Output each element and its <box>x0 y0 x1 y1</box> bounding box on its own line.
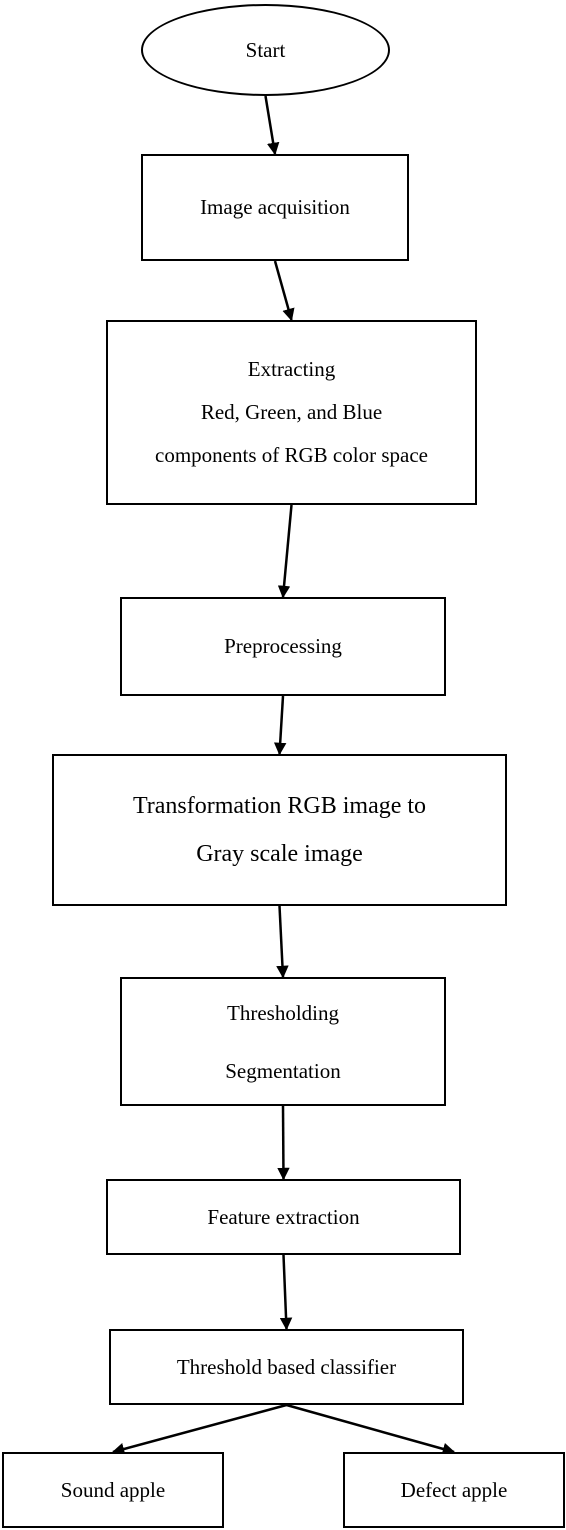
arrow-transformation-to-thresholding <box>276 905 289 979</box>
sound-apple-node: Sound apple <box>2 1452 224 1528</box>
arrow-classifier-to-sound <box>111 1403 287 1456</box>
image-acquisition-label: Image acquisition <box>200 195 350 219</box>
arrow-extracting-to-preprocessing <box>277 504 293 599</box>
thresholding-label-line-2: Segmentation <box>225 1058 341 1083</box>
transformation-label-line-2: Gray scale image <box>196 841 363 867</box>
preprocessing-label: Preprocessing <box>224 634 342 658</box>
extracting-label-line-3: components of RGB color space <box>155 443 428 467</box>
threshold-classifier-node: Threshold based classifier <box>109 1329 464 1405</box>
arrow-classifier-to-defect <box>286 1403 456 1455</box>
extracting-rgb-node: Extracting Red, Green, and Blue componen… <box>106 320 477 505</box>
image-acquisition-node: Image acquisition <box>141 154 409 261</box>
defect-apple-node: Defect apple <box>343 1452 565 1528</box>
extracting-label-line-1: Extracting <box>247 357 336 381</box>
start-label: Start <box>245 37 286 62</box>
arrow-acquisition-to-extracting <box>273 260 295 322</box>
thresholding-label-line-1: Thresholding <box>227 1000 339 1025</box>
arrow-features-to-classifier <box>279 1254 293 1331</box>
extracting-label-line-2: Red, Green, and Blue <box>200 400 383 424</box>
thresholding-segmentation-node: Thresholding Segmentation <box>120 977 446 1106</box>
defect-apple-label: Defect apple <box>400 1477 508 1502</box>
arrow-start-to-acquisition <box>264 95 280 156</box>
transformation-node: Transformation RGB image to Gray scale i… <box>52 754 507 906</box>
arrow-thresholding-to-features <box>277 1105 290 1181</box>
arrow-preprocessing-to-transformation <box>273 695 287 756</box>
feature-extraction-node: Feature extraction <box>106 1179 461 1255</box>
threshold-classifier-label: Threshold based classifier <box>176 1354 397 1379</box>
edge-layer <box>111 95 456 1456</box>
sound-apple-label: Sound apple <box>60 1477 166 1502</box>
start-node: Start <box>141 4 390 96</box>
feature-extraction-label: Feature extraction <box>207 1204 360 1229</box>
transformation-label-line-1: Transformation RGB image to <box>132 793 427 819</box>
preprocessing-node: Preprocessing <box>120 597 446 696</box>
